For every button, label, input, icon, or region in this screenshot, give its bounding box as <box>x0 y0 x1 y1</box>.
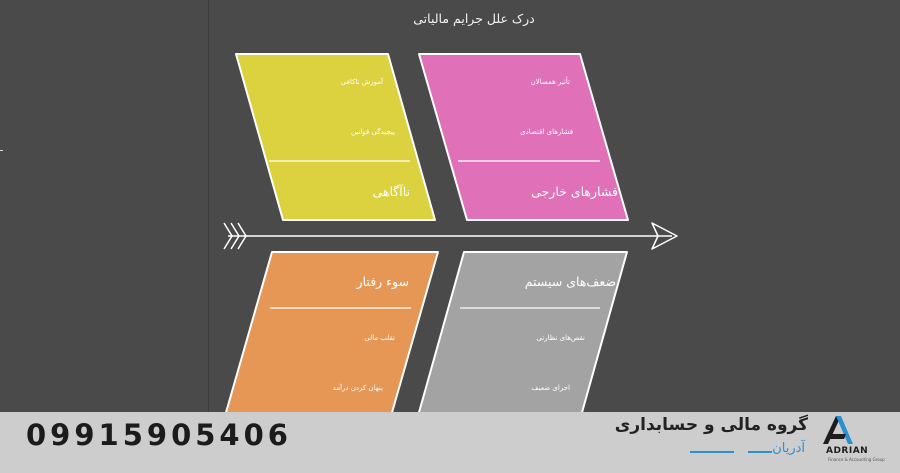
category-box-unawareness <box>235 53 436 221</box>
category-title: فشارهای خارجی <box>531 184 618 199</box>
phone-number[interactable]: 09915905406 <box>26 418 292 452</box>
arrow-head-icon <box>651 222 678 250</box>
category-title: ناآگاهی <box>372 184 410 199</box>
brand-underline-left <box>690 451 734 453</box>
cause-label: آموزش ناکافی <box>340 78 383 86</box>
category-box-external-pressure <box>418 53 629 221</box>
brand-name: گروه مالی و حسابداری <box>614 415 808 435</box>
logo-tagline: Finance & Accounting Group <box>828 457 885 462</box>
diagram-title: درک علل جرایم مالیاتی <box>413 11 535 26</box>
adrian-logo-icon <box>823 416 853 444</box>
left-panel <box>0 0 209 412</box>
cause-label: پیچیدگی قوانین <box>350 128 395 136</box>
brand-subtitle: آدریان <box>772 441 805 456</box>
category-title: سوء رفتار <box>356 274 409 289</box>
cause-label: تقلب مالی <box>364 334 395 342</box>
cause-label: نقص‌های نظارتی <box>536 334 585 342</box>
brand-underline-right <box>748 451 772 453</box>
footer-bar <box>0 412 900 473</box>
logo-wordmark: ADRIAN <box>826 446 869 456</box>
cause-label: اجرای ضعیف <box>531 384 570 392</box>
cause-label: پنهان کردن درآمد <box>332 384 383 392</box>
cause-label: فشارهای اقتصادی <box>520 128 573 136</box>
left-tick <box>0 150 3 151</box>
category-title: ضعف‌های سیستم <box>524 274 616 289</box>
fish-tail-icon <box>223 222 247 250</box>
cause-label: تأثیر همسالان <box>530 78 570 86</box>
